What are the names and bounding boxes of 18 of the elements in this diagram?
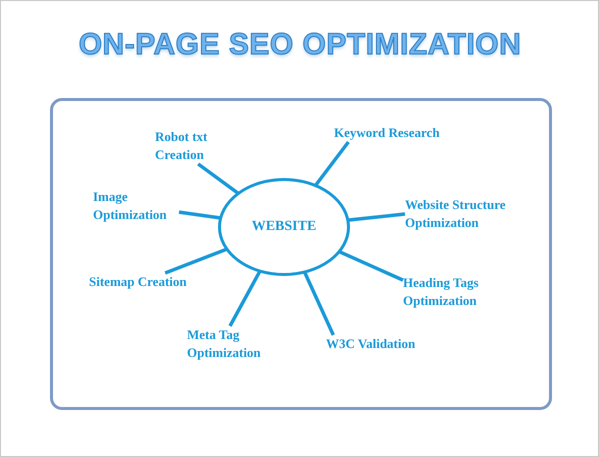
connector-line [338,250,404,282]
topic-label: W3C Validation [326,335,430,353]
connector-line [348,212,406,222]
hub-label: WEBSITE [252,219,316,235]
connector-line [314,140,350,187]
connector-line [197,162,240,195]
topic-label: Sitemap Creation [89,273,201,291]
diagram-title: ON-PAGE SEO OPTIMIZATION [78,28,522,62]
connector-line [164,247,228,275]
topic-label: Robot txt Creation [155,128,227,164]
topic-label: Keyword Research [334,124,454,142]
connector-line [228,270,262,327]
topic-label: Website Structure Optimization [405,196,545,232]
connector-line [178,210,221,220]
topic-label: Heading Tags Optimization [403,274,507,310]
connector-line [302,271,335,336]
topic-label: Image Optimization [93,188,179,224]
topic-label: Meta Tag Optimization [187,326,273,362]
